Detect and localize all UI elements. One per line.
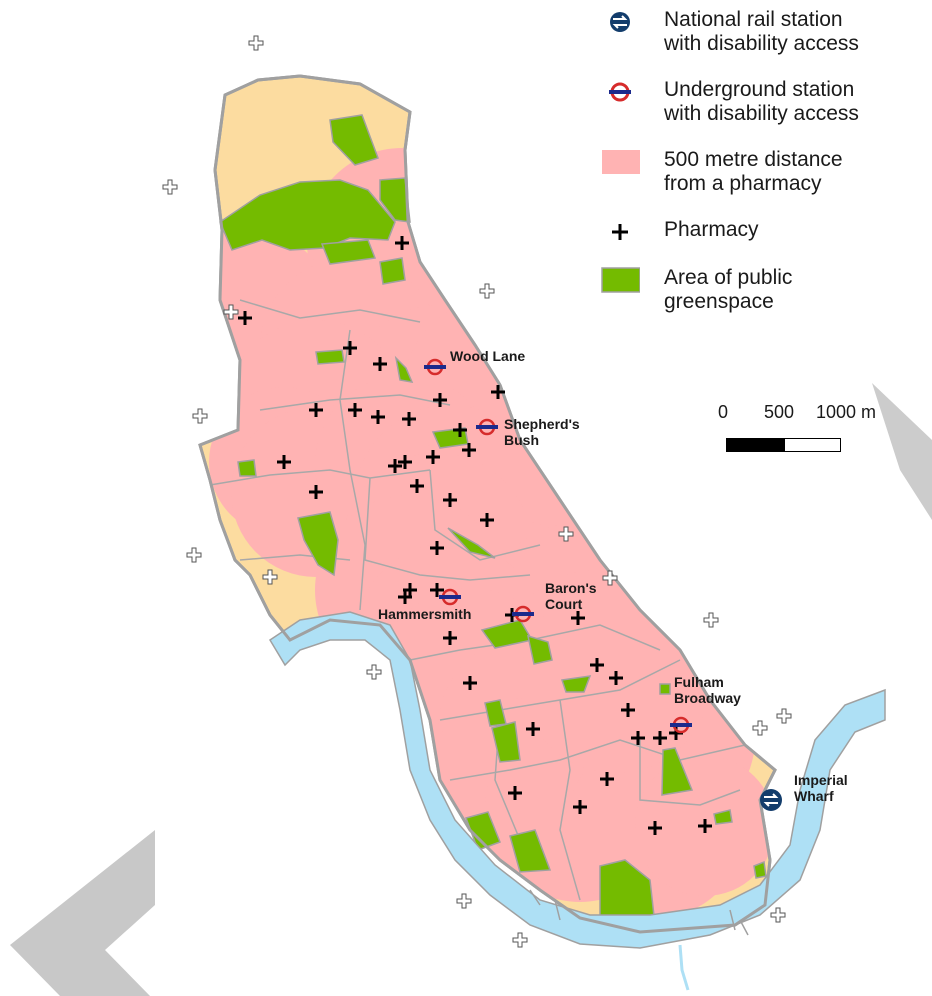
pharmacy-cross-icon [373,357,387,371]
legend-label: National rail station with disability ac… [664,8,859,55]
pharmacy-outside-cross-icon [456,893,472,909]
pharmacy-outside-cross-icon [776,708,792,724]
scale-segment-white [784,438,841,452]
borough-outline [198,74,777,934]
pharmacy-cross-icon [398,590,412,604]
station-label-hammersmith: Hammersmith [378,606,472,622]
pharmacy-cross-icon [443,631,457,645]
pharmacy-cross-icon [600,772,614,786]
pharmacy-cross-icon [526,722,540,736]
pharmacy-cross-icon [430,541,444,555]
pharmacy-cross-icon [402,412,416,426]
pharmacy-outside-cross-icon [512,932,528,948]
legend-label: Area of public greenspace [664,266,793,313]
scale-bar: 0 500 1000 m [718,400,932,460]
pharmacy-outside-cross-icon [703,612,719,628]
pharmacy-outside-cross-icon [262,569,278,585]
pharmacy-outside-cross-icon [186,547,202,563]
pharmacy-cross-icon [648,821,662,835]
pharmacy-cross-icon [410,479,424,493]
pharmacy-outside-cross-icon [770,907,786,923]
ward-boundaries [209,299,746,901]
pharmacy-cross-icon [462,443,476,457]
pharmacy-cross-icon [238,311,252,325]
pharmacy-cross-icon [309,403,323,417]
pharmacy-cross-icon [571,611,585,625]
bridges [529,889,749,936]
pharmacy-outside-cross-icon [752,720,768,736]
pharmacy-cross-icon [508,786,522,800]
pharmacy-cross-icon [430,583,444,597]
national-rail-icon [610,12,630,32]
legend-label: Pharmacy [664,218,759,241]
pharmacy-outside-cross-icon [248,35,264,51]
scale-label-1000: 1000 m [816,402,877,422]
pharmacy-cross-icon [398,455,412,469]
pharmacy-cross-icon [631,731,645,745]
pharmacy-outside-cross-icon [366,664,382,680]
river-tributary [678,944,690,991]
station-label-barons-court: Baron's Court [545,580,597,612]
pharmacy-cross-icon [388,459,402,473]
pharmacy-cross-icon [433,393,447,407]
pharmacy-outside-cross-icon [162,179,178,195]
pharmacy-cross-icon [491,385,505,399]
cross-icon [612,224,628,240]
station-label-fulham-broadway: Fulham Broadway [674,674,741,706]
underground-roundel-icon [424,358,446,376]
pharmacy-cross-icon [621,703,635,717]
underground-roundel-icon [670,716,692,734]
pharmacy-outside-cross-icon [602,570,618,586]
pharmacy-cross-icon [426,450,440,464]
watermark-chevron-top [872,383,932,520]
underground-roundel-icon [476,418,498,436]
pharmacy-cross-icon [453,423,467,437]
pharmacy-outside-layer [162,35,792,948]
river-thames [268,611,886,949]
watermark-chevron-bottom [10,830,155,996]
station-label-imperial-wharf: Imperial Wharf [794,772,848,804]
pharmacy-cross-icon [443,493,457,507]
national-rail-icon [760,789,782,811]
pharmacy-outside-cross-icon [223,304,239,320]
legend-label: 500 metre distance from a pharmacy [664,148,843,195]
station-label-shepherds-bush: Shepherd's Bush [504,416,580,448]
scale-label-0: 0 [718,402,729,422]
pharmacy-layer [238,236,712,835]
green-swatch [601,267,640,293]
pharmacy-cross-icon [395,236,409,250]
legend-label: Underground station with disability acce… [664,78,859,125]
pharmacy-outside-cross-icon [192,408,208,424]
underground-roundel-icon [609,82,631,102]
pharmacy-cross-icon [609,671,623,685]
pharmacy-cross-icon [371,410,385,424]
greenspace-layer [219,114,767,926]
scale-label-500: 500 [764,402,795,422]
pharmacy-cross-icon [653,731,667,745]
underground-roundel-icon [512,605,534,623]
pharmacy-cross-icon [343,341,357,355]
pharmacy-outside-cross-icon [479,283,495,299]
pharmacy-cross-icon [348,403,362,417]
pink-swatch [602,150,640,174]
pharmacy-coverage-layer [200,148,775,918]
underground-roundel-icon [439,588,461,606]
station-label-wood-lane: Wood Lane [450,348,526,364]
scale-segment-black [726,438,786,452]
pharmacy-cross-icon [480,513,494,527]
pharmacy-cross-icon [463,676,477,690]
pharmacy-cross-icon [698,819,712,833]
pharmacy-cross-icon [573,800,587,814]
pharmacy-outside-cross-icon [558,526,574,542]
pharmacy-cross-icon [309,485,323,499]
pharmacy-cross-icon [277,455,291,469]
pharmacy-cross-icon [590,658,604,672]
underground-station-layer [424,358,692,734]
